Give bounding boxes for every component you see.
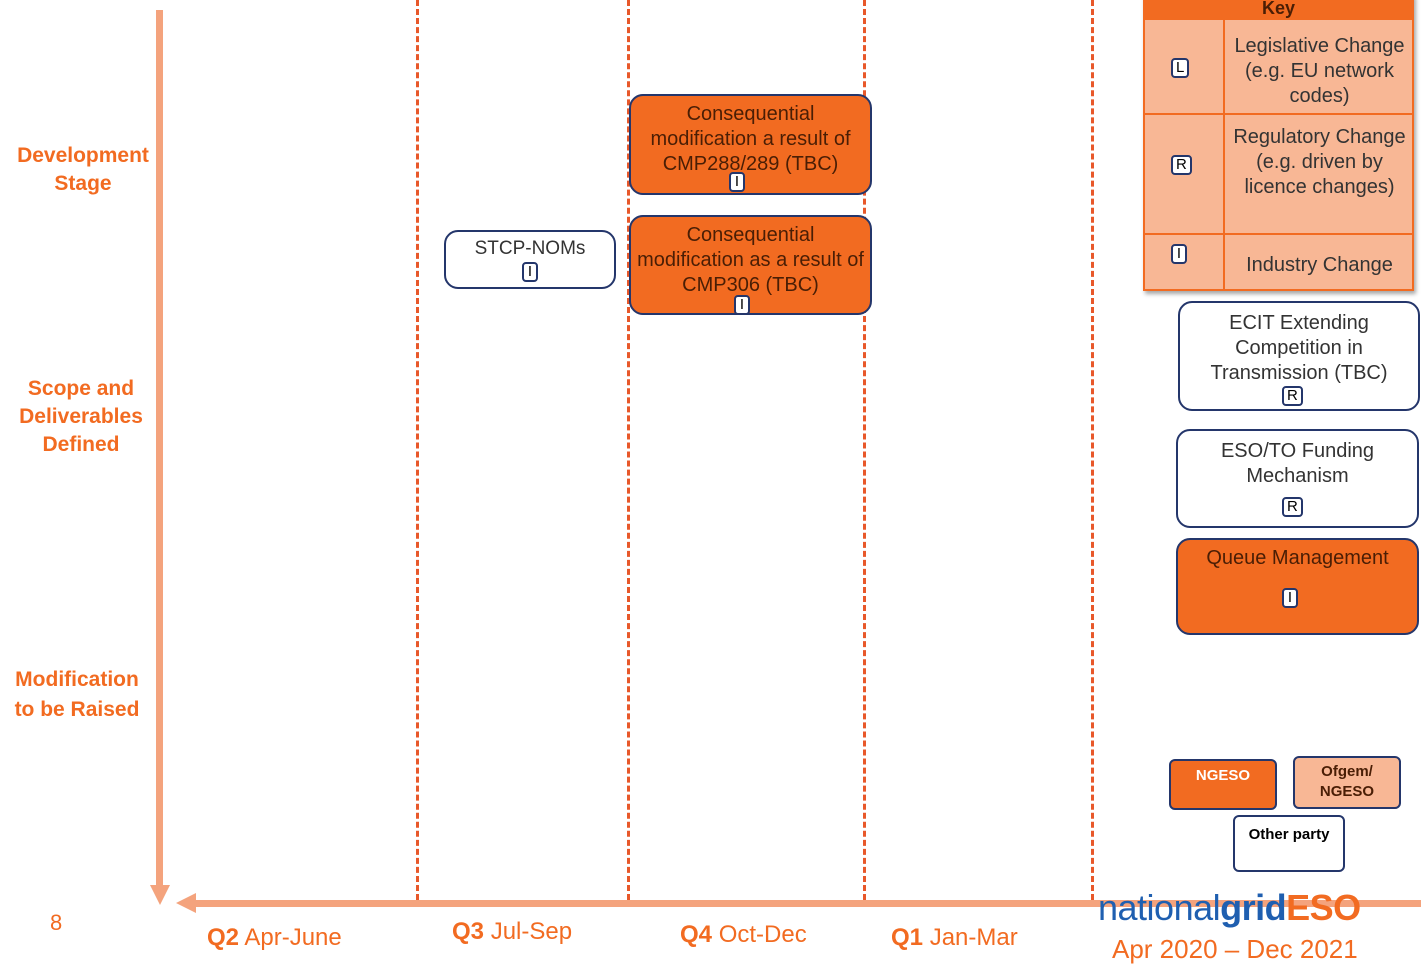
item-cmp306[interactable]: Consequential modification as a result o…	[629, 215, 872, 315]
key-row-divider	[1145, 233, 1412, 235]
quarter-label-q1: Q1 Jan-Mar	[891, 924, 1018, 952]
quarter-code: Q1	[891, 924, 924, 951]
stage-label-line: Deliverables	[19, 405, 143, 428]
legend-label: Other party	[1248, 826, 1330, 843]
stage-development: Development Stage	[8, 142, 158, 198]
stage-scope: Scope and Deliverables Defined	[6, 375, 156, 459]
quarter-label-q2: Q2 Apr-June	[207, 924, 342, 952]
key-panel: Key L Legislative Change (e.g. EU networ…	[1143, 0, 1414, 291]
key-divider	[1223, 20, 1225, 291]
legend-label: Ofgem/ NGESO	[1319, 763, 1375, 800]
change-type-tag: R	[1282, 386, 1303, 406]
logo-national: national	[1098, 887, 1221, 928]
item-title: STCP-NOMs	[474, 238, 586, 259]
legend-ngeso: NGESO	[1169, 759, 1277, 810]
horizontal-axis	[190, 900, 1421, 907]
change-type-tag: I	[522, 262, 538, 282]
quarter-months: Jul-Sep	[490, 918, 573, 945]
stage-label-line: Scope and	[27, 377, 135, 400]
legend-ofgem-ngeso: Ofgem/ NGESO	[1293, 756, 1401, 809]
legend-other-party: Other party	[1233, 815, 1345, 872]
stage-label-line: to be Raised	[14, 698, 140, 721]
item-title: ECIT Extending Competition in Transmissi…	[1210, 312, 1388, 384]
stage-label-line: Development	[17, 144, 149, 167]
quarter-divider	[1091, 0, 1094, 900]
change-type-tag: I	[729, 172, 745, 192]
quarter-label-q3: Q3 Jul-Sep	[452, 918, 572, 946]
horizontal-axis-arrowhead	[176, 893, 196, 913]
item-ecit[interactable]: ECIT Extending Competition in Transmissi…	[1178, 301, 1420, 411]
quarter-divider	[416, 0, 419, 900]
quarter-divider	[627, 0, 630, 900]
date-range: Apr 2020 – Dec 2021	[1112, 934, 1358, 964]
item-title: Consequential modification as a result o…	[637, 224, 864, 296]
stage-label-line: Defined	[42, 433, 120, 456]
quarter-months: Apr-June	[244, 924, 342, 951]
logo-eso: ESO	[1286, 887, 1361, 928]
change-type-tag: I	[734, 295, 750, 315]
change-type-tag: I	[1282, 588, 1298, 608]
quarter-code: Q4	[680, 921, 713, 948]
item-queue-management[interactable]: Queue Management I	[1176, 538, 1419, 635]
quarter-code: Q2	[207, 924, 240, 951]
key-desc-legislative: Legislative Change (e.g. EU network code…	[1234, 35, 1405, 107]
key-desc-regulatory: Regulatory Change (e.g. driven by licenc…	[1233, 126, 1406, 198]
quarter-months: Oct-Dec	[718, 921, 807, 948]
key-tag-industry: I	[1171, 244, 1187, 264]
key-title: Key	[1145, 0, 1412, 20]
national-grid-eso-logo: nationalgridESO	[1098, 888, 1361, 928]
item-title: Queue Management	[1206, 547, 1389, 569]
quarter-divider	[863, 0, 866, 900]
quarter-months: Jan-Mar	[929, 924, 1018, 951]
change-type-tag: R	[1282, 497, 1303, 517]
item-eso-to-funding[interactable]: ESO/TO Funding Mechanism R	[1176, 429, 1419, 528]
item-title: ESO/TO Funding Mechanism	[1220, 440, 1375, 487]
item-cmp288-289[interactable]: Consequential modification a result of C…	[629, 94, 872, 195]
vertical-axis	[156, 10, 163, 890]
legend-label: NGESO	[1195, 767, 1251, 784]
key-desc-industry: Industry Change	[1246, 254, 1393, 276]
vertical-axis-arrowhead	[150, 885, 170, 905]
item-title: Consequential modification a result of C…	[650, 103, 851, 175]
stage-label-line: Stage	[54, 172, 112, 195]
key-tag-regulatory: R	[1171, 155, 1192, 175]
key-row-divider	[1145, 113, 1412, 115]
key-tag-legislative: L	[1171, 58, 1190, 78]
stage-label-line: Modification	[15, 668, 139, 691]
item-stcp-noms[interactable]: STCP-NOMs I	[444, 230, 616, 289]
logo-grid: grid	[1220, 887, 1287, 928]
quarter-code: Q3	[452, 918, 485, 945]
quarter-label-q4: Q4 Oct-Dec	[680, 921, 807, 949]
stage-modification: Modification to be Raised	[2, 665, 152, 725]
page-number: 8	[50, 910, 63, 935]
